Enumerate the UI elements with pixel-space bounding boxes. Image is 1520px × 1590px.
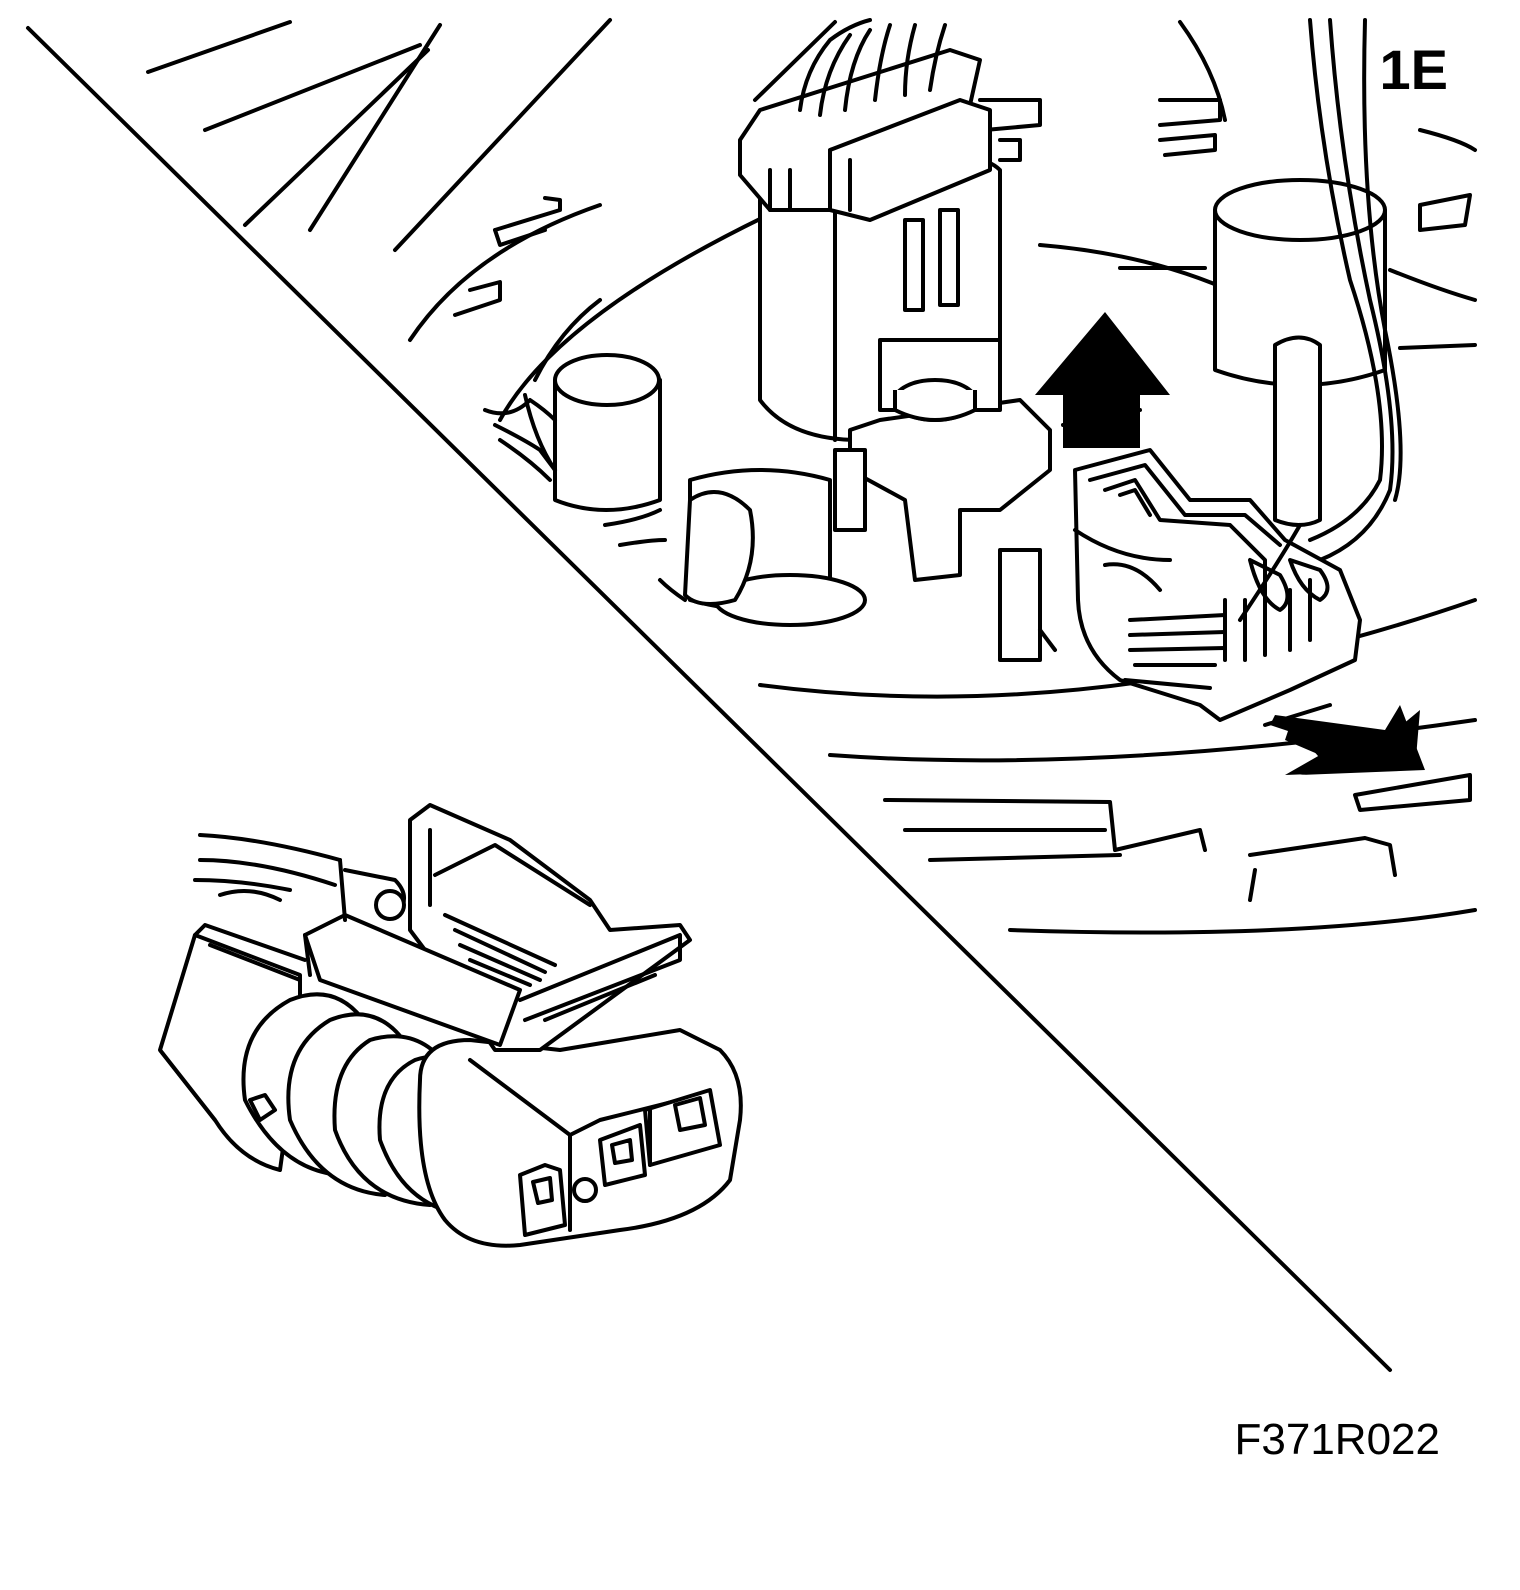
diagonal-divider-line (26, 26, 1392, 1372)
fuel-pump-assembly-view (146, 18, 1477, 935)
figure-code: F371R022 (1234, 1415, 1440, 1464)
arrow-up-icon (1035, 312, 1170, 448)
view-label: 1E (1379, 38, 1449, 101)
connector-front-body (417, 1028, 743, 1248)
ring-retaining-tabs (453, 98, 1472, 902)
connector-locking-latch (303, 803, 692, 1052)
connector-wires (193, 833, 342, 902)
direction-arrows (1035, 312, 1425, 775)
pump-top-wires (798, 18, 947, 117)
terminal-pin-small (572, 1177, 598, 1203)
pump-electrical-connector (1073, 448, 1362, 722)
terminal-cavity-2 (598, 1123, 647, 1187)
harness-wires-upper-right (1308, 18, 1403, 562)
background-strokes (146, 18, 837, 252)
left-pipe-fittings (483, 353, 867, 627)
connector-detail-view (158, 803, 743, 1248)
pressure-regulator (833, 338, 1057, 662)
fuel-level-sender-cylinder (1213, 178, 1387, 527)
pump-flange-rings (408, 20, 1477, 935)
